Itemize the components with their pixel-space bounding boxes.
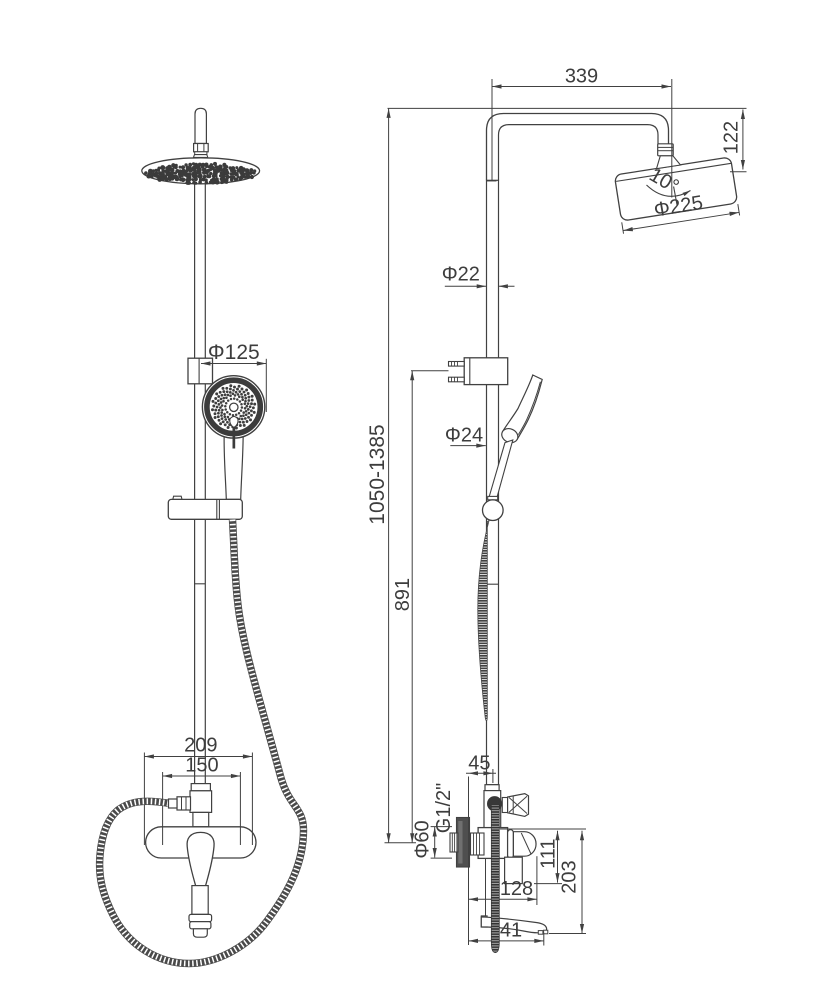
svg-text:Φ60: Φ60 <box>412 820 434 858</box>
svg-text:1050-1385: 1050-1385 <box>366 424 389 524</box>
svg-text:Φ24: Φ24 <box>445 425 483 447</box>
svg-text:111: 111 <box>538 838 560 868</box>
svg-text:339: 339 <box>565 66 598 88</box>
svg-text:891: 891 <box>392 578 414 611</box>
svg-text:122: 122 <box>721 121 743 154</box>
svg-text:150: 150 <box>185 755 218 777</box>
svg-text:209: 209 <box>184 735 217 757</box>
svg-text:Φ125: Φ125 <box>208 341 260 364</box>
svg-text:G1/2": G1/2" <box>433 783 455 833</box>
svg-text:Φ22: Φ22 <box>442 263 480 285</box>
svg-text:45: 45 <box>468 753 490 775</box>
svg-text:128: 128 <box>500 878 533 900</box>
svg-text:203: 203 <box>559 860 581 893</box>
svg-text:41: 41 <box>500 920 522 942</box>
